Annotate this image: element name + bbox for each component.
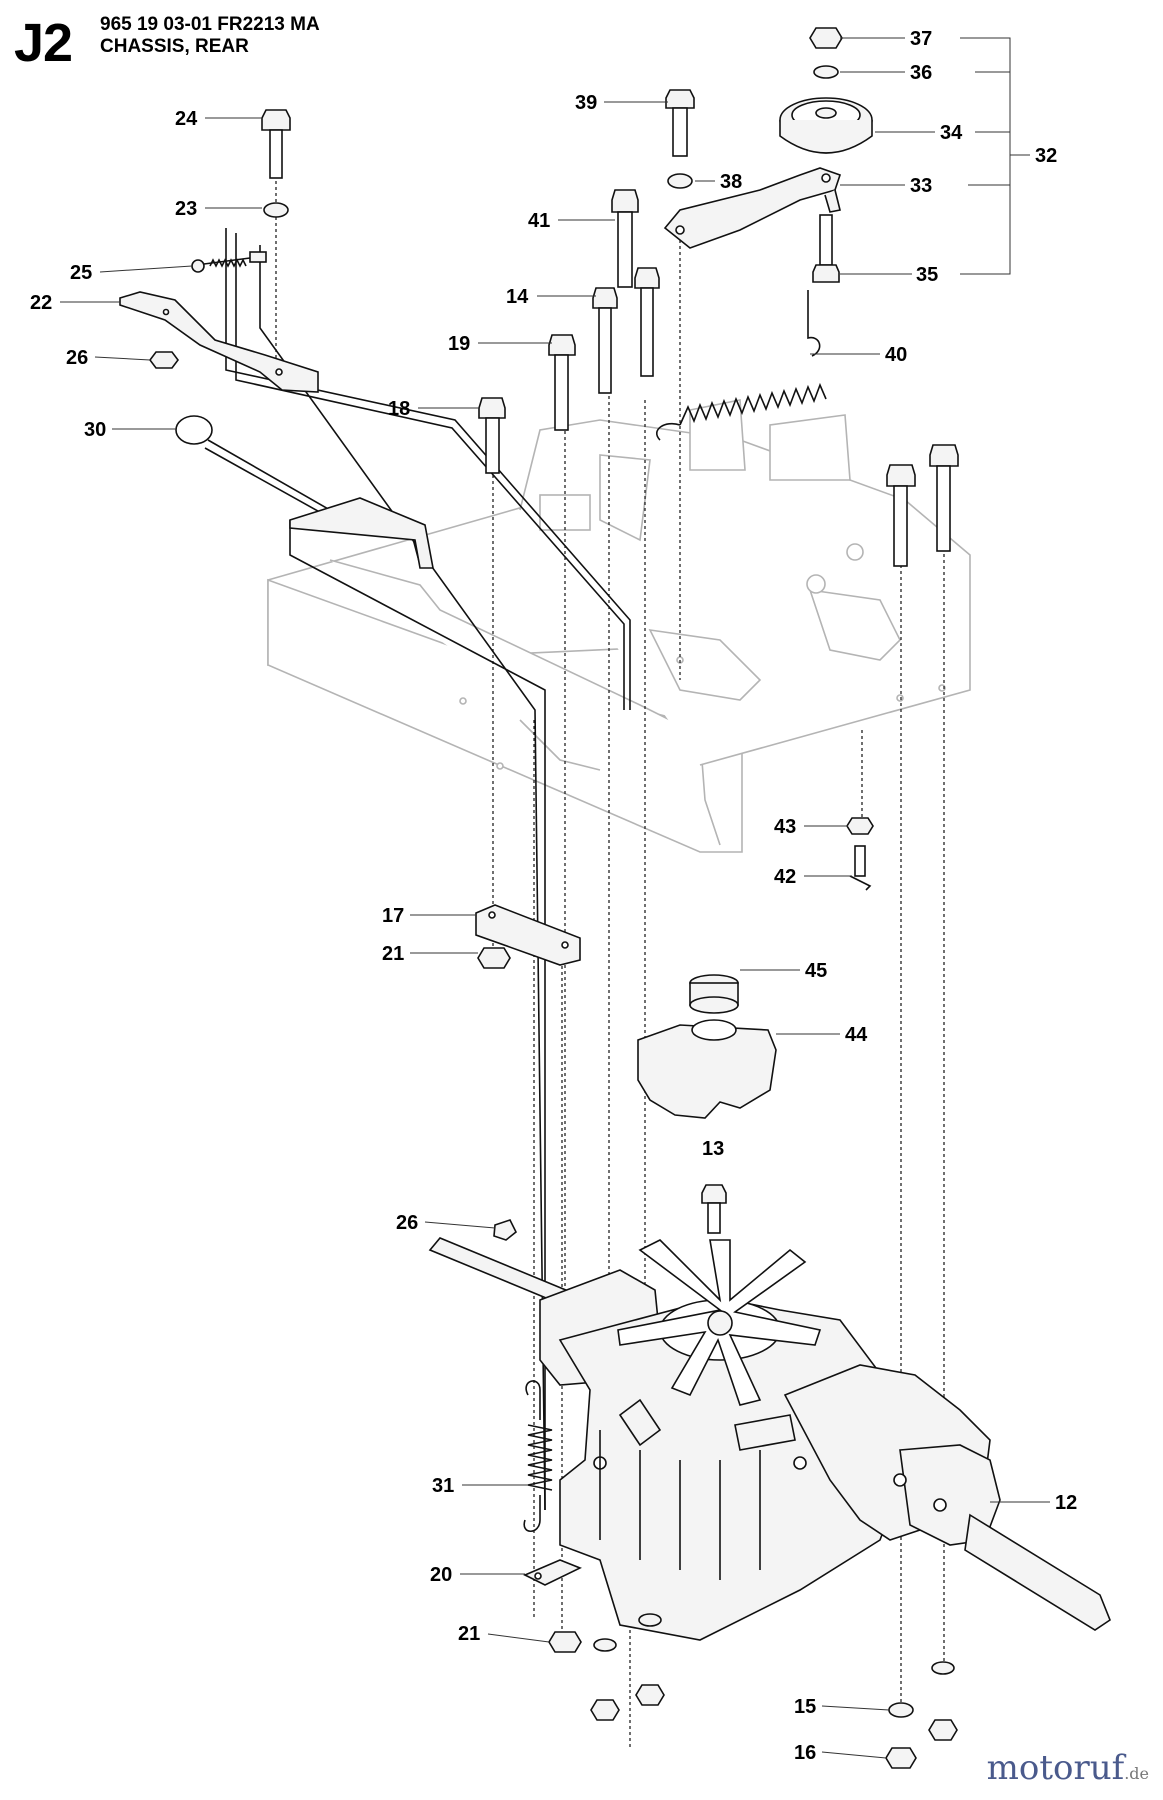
washer-23 — [263, 202, 289, 218]
link-20 — [523, 1559, 582, 1586]
pulley-34 — [779, 97, 873, 154]
washer-38 — [667, 173, 693, 189]
callout-30: 30 — [84, 419, 106, 441]
rod-30 — [175, 415, 434, 569]
callout-25: 25 — [70, 262, 92, 284]
callout-40: 40 — [885, 344, 907, 366]
callout-16: 16 — [794, 1742, 816, 1764]
callout-37: 37 — [910, 28, 932, 50]
bolt-35 — [812, 214, 840, 283]
callout-31: 31 — [432, 1475, 454, 1497]
callout-45: 45 — [805, 960, 827, 982]
nut-43 — [846, 817, 874, 835]
callout-21-bottom: 21 — [458, 1623, 480, 1645]
callout-35: 35 — [916, 264, 938, 286]
callout-42: 42 — [774, 866, 796, 888]
bolt-19 — [548, 334, 576, 431]
callout-20: 20 — [430, 1564, 452, 1586]
callout-21-top: 21 — [382, 943, 404, 965]
callout-41: 41 — [528, 210, 550, 232]
callout-26-top: 26 — [66, 347, 88, 369]
callout-34: 34 — [940, 122, 963, 144]
section-code: J2 — [14, 13, 73, 73]
idler-arm-33 — [663, 167, 842, 249]
bottom-fasteners — [590, 1613, 958, 1741]
callout-44: 44 — [845, 1024, 868, 1046]
callout-labels: 37 36 34 32 33 35 39 38 41 14 19 40 18 2… — [30, 28, 1077, 1764]
bolt-13 — [701, 1184, 727, 1234]
washer-36 — [813, 65, 839, 79]
callout-17: 17 — [382, 905, 404, 927]
nut-37 — [809, 27, 843, 49]
callout-43: 43 — [774, 816, 796, 838]
callout-36: 36 — [910, 62, 932, 84]
watermark-logo: motoruf.de — [986, 1748, 1149, 1788]
bolt-right-1 — [886, 464, 916, 567]
bolt-41 — [611, 189, 639, 288]
bolt-39 — [665, 89, 695, 157]
control-rods — [225, 228, 631, 1511]
callout-13: 13 — [702, 1138, 724, 1160]
callout-18: 18 — [388, 398, 410, 420]
spring-31 — [523, 1380, 553, 1533]
callout-38: 38 — [720, 171, 742, 193]
callout-24: 24 — [175, 108, 198, 130]
callout-12: 12 — [1055, 1492, 1077, 1514]
pin-42 — [849, 845, 872, 891]
callout-33: 33 — [910, 175, 932, 197]
transaxle-12 — [428, 1237, 1111, 1641]
nut-26-top — [149, 351, 179, 369]
lever-22 — [119, 291, 319, 393]
plate-17 — [475, 904, 581, 966]
chassis-frame-outline — [267, 399, 971, 853]
bolt-14 — [592, 287, 618, 394]
callout-14: 14 — [506, 286, 529, 308]
nut-21-bottom — [548, 1631, 582, 1653]
ball-joint-rod-25 — [191, 251, 267, 273]
bolt-24 — [261, 109, 291, 179]
part-number-line: 965 19 03-01 FR2213 MA — [100, 14, 320, 35]
bolt-14b — [634, 267, 660, 377]
nut-26-bottom — [493, 1219, 518, 1241]
callout-39: 39 — [575, 92, 597, 114]
reservoir-44 — [637, 1019, 777, 1119]
callout-15: 15 — [794, 1696, 816, 1718]
bolt-18 — [478, 397, 506, 474]
callout-32: 32 — [1035, 145, 1057, 167]
callout-19: 19 — [448, 333, 470, 355]
washer-15 — [888, 1702, 914, 1718]
callout-23: 23 — [175, 198, 197, 220]
callout-22: 22 — [30, 292, 52, 314]
bolt-right-2 — [929, 444, 959, 552]
nut-16 — [885, 1747, 917, 1769]
cap-45 — [689, 974, 739, 1014]
nut-21-top — [477, 947, 511, 969]
callout-26-bottom: 26 — [396, 1212, 418, 1234]
diagram-title: CHASSIS, REAR — [100, 36, 249, 57]
leader-lines — [60, 37, 1050, 1759]
